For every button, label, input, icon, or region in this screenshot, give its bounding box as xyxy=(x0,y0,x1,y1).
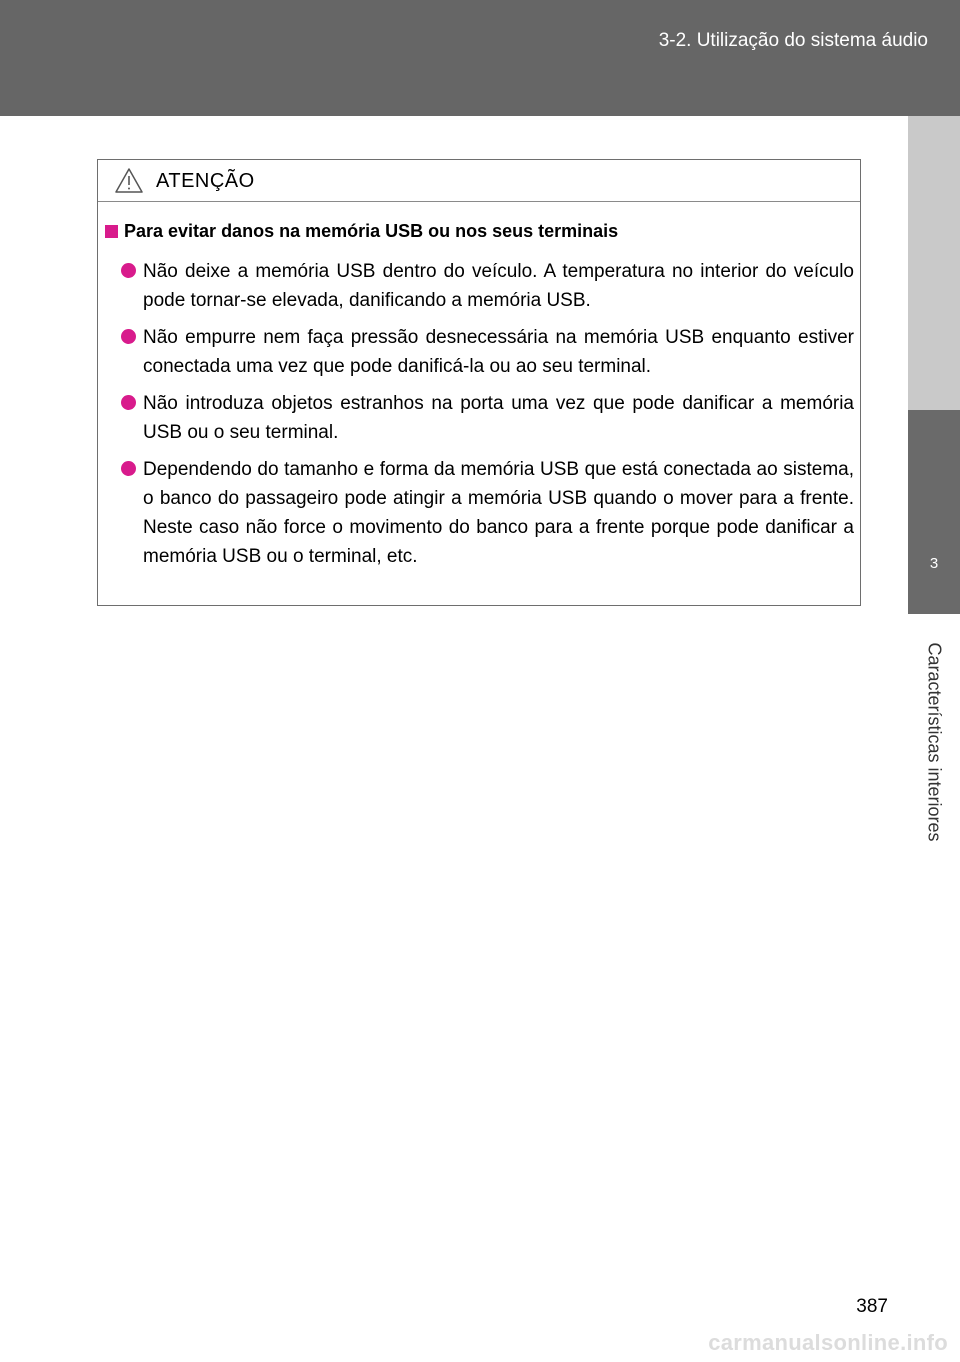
chapter-number: 3 xyxy=(929,555,939,572)
square-bullet-icon xyxy=(105,225,118,238)
chapter-caption: Características interiores xyxy=(924,642,945,842)
warning-item-text: Não introduza objetos estranhos na porta… xyxy=(143,393,854,443)
warning-box: ATENÇÃO Para evitar danos na memória USB… xyxy=(97,159,861,606)
warning-bullet-list: Não deixe a memória USB dentro do veícul… xyxy=(121,257,854,579)
warning-item: Não deixe a memória USB dentro do veícul… xyxy=(121,257,854,315)
warning-item: Não introduza objetos estranhos na porta… xyxy=(121,389,854,447)
warning-item-text: Dependendo do tamanho e forma da memória… xyxy=(143,459,854,567)
warning-title: ATENÇÃO xyxy=(156,170,255,192)
warning-section-title: Para evitar danos na memória USB ou nos … xyxy=(124,221,619,241)
warning-header: ATENÇÃO xyxy=(98,160,860,202)
side-tab-chapter xyxy=(908,410,960,614)
section-title: 3-2. Utilização do sistema áudio xyxy=(658,30,928,51)
side-tab-upper xyxy=(908,116,960,410)
footer-watermark: carmanualsonline.info xyxy=(708,1330,948,1355)
header-bar: 3-2. Utilização do sistema áudio xyxy=(0,0,960,116)
warning-item: Dependendo do tamanho e forma da memória… xyxy=(121,455,854,571)
round-bullet-icon xyxy=(121,329,136,344)
warning-item-text: Não empurre nem faça pressão desnecessár… xyxy=(143,327,854,377)
warning-item-text: Não deixe a memória USB dentro do veícul… xyxy=(143,261,854,311)
warning-item: Não empurre nem faça pressão desnecessár… xyxy=(121,323,854,381)
warning-triangle-icon xyxy=(115,168,143,193)
round-bullet-icon xyxy=(121,461,136,476)
warning-section-heading: Para evitar danos na memória USB ou nos … xyxy=(105,221,618,242)
page-number: 387 xyxy=(856,1296,888,1317)
round-bullet-icon xyxy=(121,263,136,278)
round-bullet-icon xyxy=(121,395,136,410)
